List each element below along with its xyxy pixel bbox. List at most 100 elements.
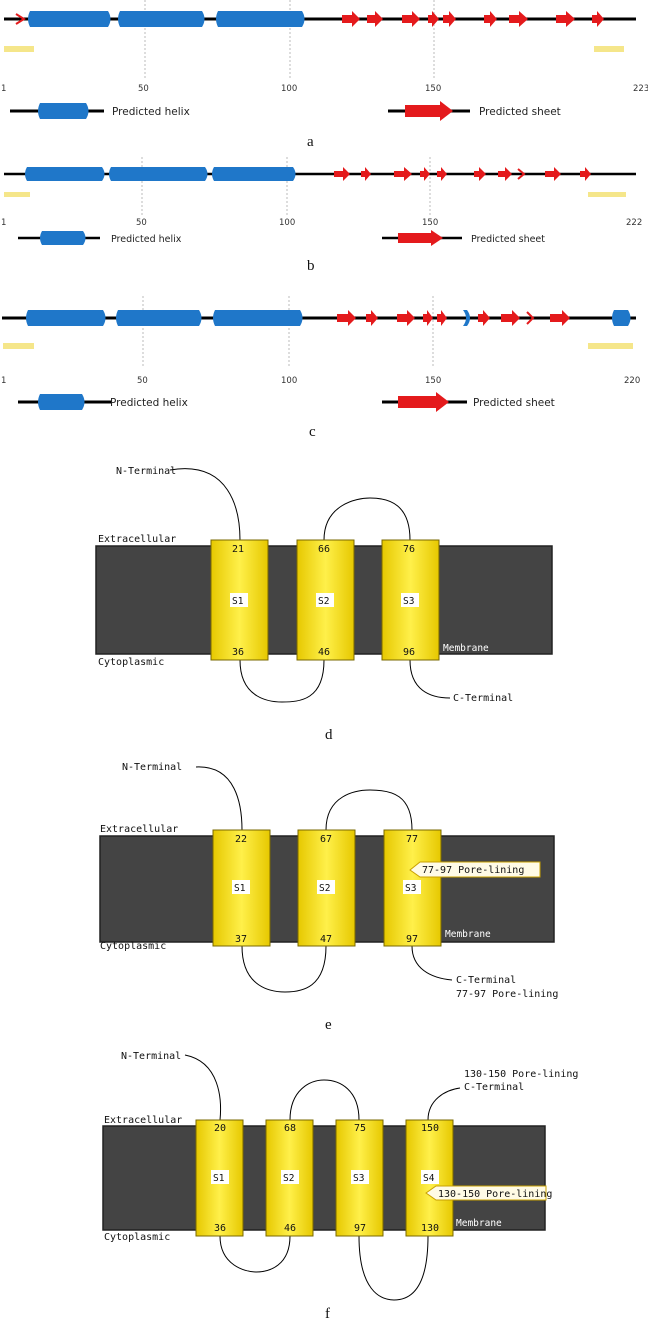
c-terminal-pore-label: 130-150 Pore-lining <box>464 1069 578 1080</box>
segment-label: S2 <box>318 596 329 607</box>
sheet-arrow <box>498 167 512 181</box>
legend-helix-icon <box>38 394 85 410</box>
panel-caption: d <box>325 727 333 743</box>
segment-label-box <box>351 1170 369 1184</box>
n-terminal-line <box>184 1054 221 1121</box>
legend-helix-icon <box>40 231 86 245</box>
sheet-arrow <box>580 167 591 181</box>
sheet-arrow <box>478 310 490 326</box>
sheet-arrow <box>443 11 456 27</box>
n-terminal-line <box>195 766 243 831</box>
helix-segment <box>26 310 106 326</box>
pore-lining-label: 77-97 Pore-lining <box>422 865 524 876</box>
c-terminal-label: C-Terminal <box>453 693 513 704</box>
pore-lining-callout <box>425 1185 547 1201</box>
sheet-arrow <box>420 167 430 181</box>
segment-label: S1 <box>213 1173 225 1184</box>
segment-label: S3 <box>405 883 416 894</box>
disorder-bar <box>588 343 633 349</box>
c-terminal-label: C-Terminal <box>456 975 516 986</box>
c-terminal-pore-label: 77-97 Pore-lining <box>456 989 558 1000</box>
panel-caption: e <box>325 1017 332 1033</box>
segment-label: S2 <box>319 883 330 894</box>
panel-f-topology: 20 36 68 46 75 97 150 130 S1 S2 S3 S4 13… <box>102 1051 578 1322</box>
disorder-bar <box>4 46 34 52</box>
tick-label: 150 <box>422 218 438 228</box>
segment-label-box <box>211 1170 229 1184</box>
segment-end-residue: 97 <box>354 1223 366 1234</box>
extracellular-label: Extracellular <box>100 824 178 835</box>
segment-label-box <box>230 593 248 607</box>
segment-start-residue: 67 <box>320 834 332 845</box>
loop-line <box>323 497 411 541</box>
segment-end-residue: 47 <box>320 934 332 945</box>
tick-label: 150 <box>425 84 441 94</box>
segment-label: S3 <box>353 1173 364 1184</box>
segment-label-box <box>403 880 421 894</box>
segment-start-residue: 22 <box>235 834 247 845</box>
segment-start-residue: 68 <box>284 1123 296 1134</box>
segment-end-residue: 97 <box>406 934 418 945</box>
panel-a-secondary-structure: 1 50 100 150 223 Predicted helix Predict… <box>1 0 648 150</box>
segment-start-residue: 66 <box>318 544 330 555</box>
segment-label: S4 <box>423 1173 435 1184</box>
panel-caption: a <box>307 134 314 150</box>
sheet-arrow <box>592 11 604 27</box>
legend-helix-label: Predicted helix <box>111 234 182 245</box>
sheet-arrow <box>361 167 371 181</box>
sheet-arrow <box>501 310 520 326</box>
sheet-arrow <box>550 310 570 326</box>
tick-label: 1 <box>1 376 6 386</box>
helix-segment <box>216 11 305 27</box>
legend-helix-label: Predicted helix <box>110 397 188 409</box>
c-terminal-line <box>409 659 451 699</box>
tick-label: 100 <box>281 84 297 94</box>
segment-end-residue: 130 <box>421 1223 439 1234</box>
legend-sheet-icon <box>398 230 443 246</box>
segment-end-residue: 36 <box>214 1223 226 1234</box>
legend-sheet-icon <box>398 392 449 412</box>
helix-segment <box>109 167 208 181</box>
segment-start-residue: 21 <box>232 544 244 555</box>
n-terminal-label: N-Terminal <box>121 1051 181 1062</box>
segment-end-residue: 46 <box>284 1223 296 1234</box>
sheet-arrow <box>337 310 356 326</box>
panel-caption: c <box>309 424 316 440</box>
tick-label: 100 <box>279 218 295 228</box>
membrane-label: Membrane <box>445 929 491 940</box>
n-terminal-line <box>169 468 241 541</box>
legend-helix-label: Predicted helix <box>112 106 190 118</box>
disorder-bar <box>3 343 34 349</box>
segment-start-residue: 20 <box>214 1123 226 1134</box>
legend-helix-icon <box>38 103 89 119</box>
sheet-arrow <box>545 167 561 181</box>
loop-line <box>239 659 325 703</box>
sheet-arrow <box>366 310 378 326</box>
helix-segment <box>28 11 111 27</box>
n-terminal-label: N-Terminal <box>122 762 182 773</box>
tick-label: 50 <box>138 84 149 94</box>
helix-segment <box>612 310 631 326</box>
n-terminal-label: N-Terminal <box>116 466 176 477</box>
legend-sheet-label: Predicted sheet <box>471 234 545 245</box>
sheet-arrow <box>437 310 447 326</box>
tick-label: 100 <box>281 376 297 386</box>
segment-label: S2 <box>283 1173 294 1184</box>
sheet-arrow <box>437 167 447 181</box>
sheet-arrow <box>334 167 350 181</box>
tick-label: 1 <box>1 84 6 94</box>
loop-line <box>358 1235 429 1301</box>
sheet-arrow <box>474 167 486 181</box>
helix-segment <box>213 310 303 326</box>
helix-segment <box>463 310 470 326</box>
legend-sheet-label: Predicted sheet <box>473 397 555 409</box>
panel-caption: b <box>307 258 315 274</box>
sheet-arrow-small <box>526 311 535 325</box>
extracellular-label: Extracellular <box>104 1115 182 1126</box>
loop-line <box>219 1235 291 1273</box>
tick-label: 50 <box>137 376 148 386</box>
segment-start-residue: 76 <box>403 544 415 555</box>
tick-label: 220 <box>624 376 640 386</box>
sheet-arrow <box>556 11 575 27</box>
